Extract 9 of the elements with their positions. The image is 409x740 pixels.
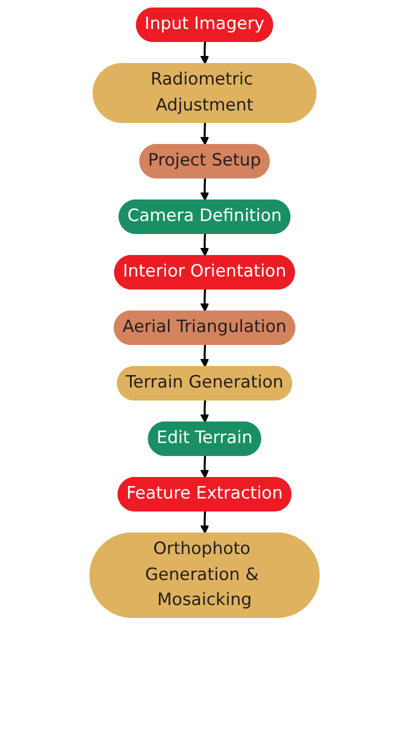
arrow [200,289,210,312]
arrow [200,42,210,64]
arrow [200,234,210,256]
arrow [200,400,210,423]
arrow [200,122,210,146]
arrow [200,511,210,534]
arrow [200,456,210,478]
arrow [200,178,210,201]
arrow [200,344,210,368]
